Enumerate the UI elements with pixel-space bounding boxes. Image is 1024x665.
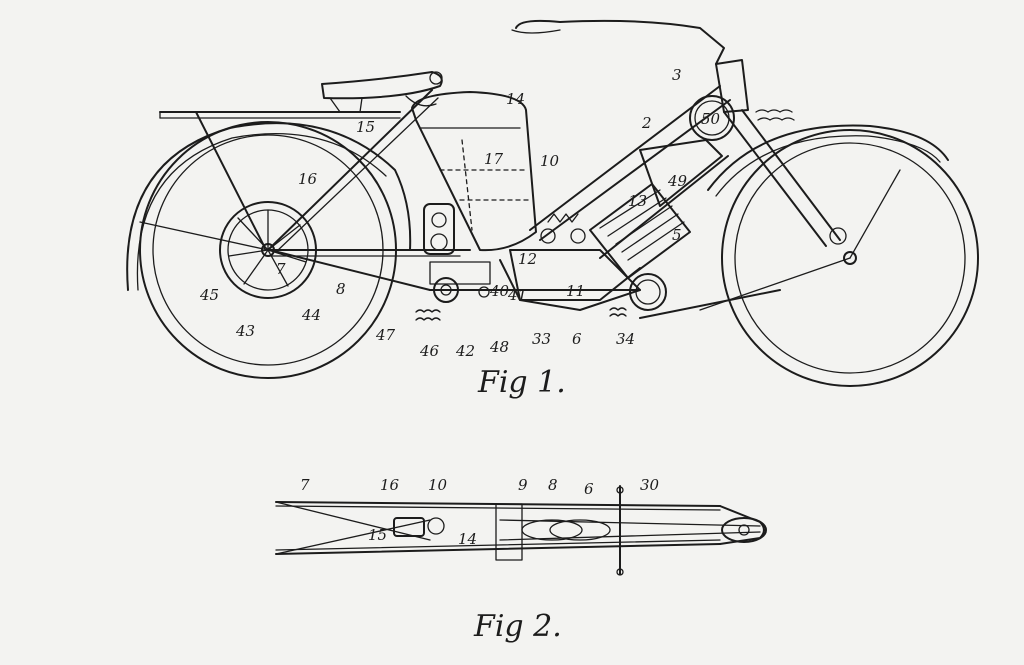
ref-33: 33 [532,330,551,348]
ref-47: 47 [375,326,396,344]
ref-11: 11 [566,282,585,300]
ref2-14: 14 [458,530,477,548]
ref-34: 34 [616,330,635,348]
ref-2: 2 [641,114,652,132]
handlebar [515,19,725,65]
ref-16: 16 [298,170,318,188]
ref-17: 17 [484,150,504,168]
front-wheel [699,129,979,387]
frame [139,85,731,301]
ref2-16: 16 [380,476,400,494]
ref-44: 44 [301,306,321,324]
ref-40: 40 [489,282,510,300]
ref2-8: 8 [548,476,558,494]
steering-fork [715,59,847,247]
fig1-reference-numerals: 14 15 16 17 10 3 50 2 13 49 5 12 11 7 45… [199,66,721,360]
ref-5: 5 [672,226,682,244]
ref-50: 50 [701,110,721,128]
ref-46: 46 [419,342,440,360]
ref-3: 3 [672,66,682,84]
crank-case [509,249,667,311]
gear-box [415,261,627,321]
ref-41: 41 [507,286,527,304]
figure-1-caption: Fig 1. [477,365,566,400]
ref-45: 45 [199,286,219,304]
ref-14: 14 [506,90,525,108]
footboard [639,289,781,319]
ref-6: 6 [572,330,582,348]
ref-10: 10 [540,152,560,170]
ref2-15: 15 [368,526,387,544]
ref-42: 42 [455,342,475,360]
rear-mudguard [126,122,412,291]
ref-43: 43 [235,322,255,340]
fig2-reference-numerals: 7 16 10 9 8 6 30 15 14 [300,476,660,548]
figure-2-caption: Fig 2. [473,609,562,644]
figure-1-motorcycle: 14 15 16 17 10 3 50 2 13 49 5 12 11 7 45… [126,19,979,400]
fuel-tank [411,91,537,252]
figure-2-frame: 7 16 10 9 8 6 30 15 14 Fig 2. [275,476,767,644]
engine-cylinder [589,139,723,279]
saddle [321,71,443,113]
carburettor [423,203,455,255]
ref-7: 7 [276,260,286,278]
ref2-10: 10 [428,476,448,494]
ref2-30: 30 [640,476,660,494]
ref-15: 15 [356,118,375,136]
ref-49: 49 [667,172,688,190]
ref-13: 13 [628,192,647,210]
ref2-6: 6 [584,480,594,498]
ref-8: 8 [336,280,346,298]
toolbox [689,95,735,141]
ref2-9: 9 [518,476,528,494]
ref-12: 12 [518,250,537,268]
front-mudguard [707,124,949,191]
ref-48: 48 [489,338,509,356]
ref2-7: 7 [300,476,310,494]
